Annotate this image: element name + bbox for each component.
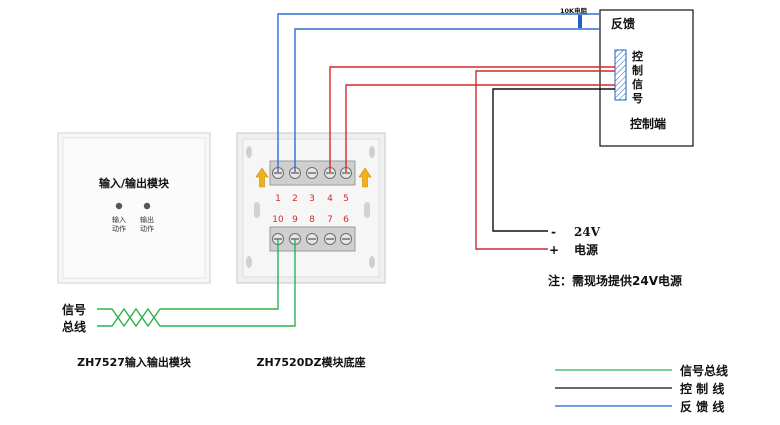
terminal-screw-icon xyxy=(324,233,336,245)
terminal-number-top: 1 xyxy=(275,194,281,204)
module-base-caption: ZH7520DZ模块底座 xyxy=(257,355,366,369)
power-plus-wire xyxy=(475,70,615,250)
output-led xyxy=(143,202,151,210)
input-led xyxy=(115,202,123,210)
controller: 反馈 10K电阻 控 制 信 号 控制端 xyxy=(560,6,694,147)
terminal-number-bottom: 7 xyxy=(327,215,333,225)
terminal-screw-icon xyxy=(306,233,318,245)
terminal-screw-icon xyxy=(340,233,352,245)
control-wire-1 xyxy=(329,66,615,172)
terminal-number-bottom: 6 xyxy=(343,215,349,225)
feedback-wire-1 xyxy=(277,13,600,172)
controller-title: 控制端 xyxy=(630,116,666,131)
mount-hole xyxy=(369,146,375,158)
terminal-screw-icon xyxy=(306,167,318,179)
terminal-screw-icon xyxy=(340,167,352,179)
power-label: 电源 xyxy=(574,242,598,257)
control-signal-char-2: 制 xyxy=(632,63,643,77)
power-minus-wire xyxy=(492,88,615,232)
up-arrow-icon xyxy=(255,167,269,188)
signal-bus-wire-2 xyxy=(168,238,296,327)
feedback-wire-2 xyxy=(294,28,600,172)
control-signal-char-4: 号 xyxy=(632,92,643,105)
center-slot xyxy=(254,202,260,218)
output-led-label-2: 动作 xyxy=(140,224,154,233)
io-module-panel: 输入/输出模块 输入 动作 输出 动作 xyxy=(57,132,211,284)
terminal-screw-icon xyxy=(272,167,284,179)
center-slot xyxy=(364,202,370,218)
signal-bus-label-2: 总线 xyxy=(62,319,86,334)
signal-bus-label-1: 信号 xyxy=(62,302,86,317)
signal-bus-wire-1 xyxy=(168,238,279,310)
resistor-label: 10K电阻 xyxy=(560,6,588,15)
terminal-number-bottom: 10 xyxy=(272,215,284,225)
mount-hole xyxy=(369,256,375,268)
control-signal-element xyxy=(614,49,627,101)
legend: 信号总线 控 制 线 反 馈 线 xyxy=(555,363,728,414)
twisted-pair xyxy=(97,307,168,328)
control-signal-char-3: 信 xyxy=(632,77,643,91)
twisted-pair xyxy=(97,307,168,328)
terminal-screw-icon xyxy=(289,167,301,179)
legend-label-signal-bus: 信号总线 xyxy=(680,363,728,378)
output-led-label-1: 输出 xyxy=(140,215,154,224)
terminal-number-bottom: 8 xyxy=(309,215,315,225)
input-led-label-2: 动作 xyxy=(112,224,126,233)
power-note: 注：需现场提供24V电源 xyxy=(548,273,682,288)
mount-hole xyxy=(246,146,252,158)
power-voltage: 24V xyxy=(574,225,601,239)
power-minus-sign: - xyxy=(551,225,556,239)
resistor-icon xyxy=(578,15,582,28)
legend-label-control: 控 制 线 xyxy=(680,381,724,396)
terminal-number-top: 3 xyxy=(309,194,315,204)
legend-label-feedback: 反 馈 线 xyxy=(680,399,724,414)
terminal-number-top: 2 xyxy=(292,194,298,204)
io-module-title: 输入/输出模块 xyxy=(99,176,170,190)
power-plus-sign: + xyxy=(549,243,559,257)
control-signal-char-1: 控 xyxy=(632,49,643,63)
mount-hole xyxy=(246,256,252,268)
terminal-number-top: 4 xyxy=(327,194,333,204)
terminal-number-bottom: 9 xyxy=(292,215,298,225)
io-module-caption: ZH7527输入输出模块 xyxy=(77,355,192,369)
input-led-label-1: 输入 xyxy=(112,215,126,224)
up-arrow-icon xyxy=(358,167,372,188)
feedback-label: 反馈 xyxy=(611,16,635,31)
control-wire-2 xyxy=(345,84,615,172)
terminal-number-top: 5 xyxy=(343,194,349,204)
